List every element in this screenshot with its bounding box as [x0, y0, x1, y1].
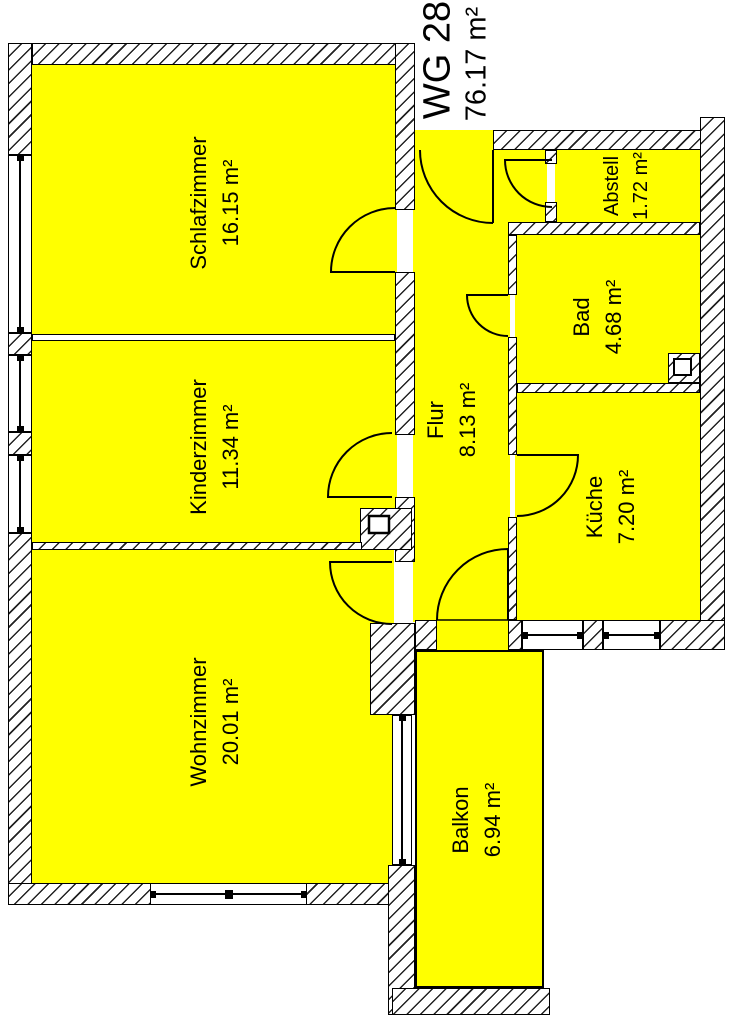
plan-title: WG 28 [416, 0, 459, 120]
wall-left-pier2 [8, 432, 32, 455]
window-schlafzimmer [8, 155, 32, 333]
entrance-doorway [415, 130, 493, 152]
wall-flur-bad-a [508, 235, 517, 295]
room-flur-top [413, 150, 547, 224]
shaft-bad-flue [673, 358, 692, 376]
wall-left-lower [8, 533, 32, 905]
shaft-kinderzimmer-flue [367, 514, 391, 535]
room-kinderzimmer [30, 340, 397, 544]
window-wohnzimmer [150, 883, 307, 905]
wall-right [700, 117, 725, 650]
door-kueche [516, 454, 580, 517]
door-abstell [503, 159, 553, 208]
window-kueche-2 [603, 620, 660, 650]
window-balkon [392, 715, 412, 865]
wall-left-top [8, 43, 32, 155]
door-schlafzimmer [329, 207, 396, 273]
wall-balcony-bottom [392, 988, 550, 1015]
room-schlafzimmer [30, 60, 397, 337]
window-kueche-1 [522, 620, 583, 650]
door-kinderzimmer [326, 432, 393, 498]
door-balkon [436, 548, 509, 621]
wall-schlaf-kinder-divider [32, 334, 395, 341]
balcony-doorway [437, 618, 508, 654]
wall-flur-bad-b [508, 337, 517, 455]
wall-left-pier1 [8, 333, 32, 355]
door-entrance [419, 149, 494, 224]
window-kinderzimmer-2 [8, 455, 32, 533]
wall-bottom-pier1 [415, 620, 437, 650]
wall-bottom-pier3 [583, 620, 603, 650]
door-bad [465, 294, 509, 337]
wall-top-entrance [493, 130, 703, 150]
wall-top-main [32, 43, 412, 65]
wall-kinder-wohn-divider [32, 542, 362, 550]
wall-bottom-pier4 [660, 620, 725, 650]
wall-wohnzimmer-corner-pier [370, 623, 415, 715]
room-wohnzimmer [30, 547, 394, 885]
door-wohnzimmer [328, 561, 393, 625]
room-flur-main [413, 222, 510, 622]
wall-bad-kueche-divider [517, 383, 700, 393]
wall-abstell-bad-divider [508, 222, 700, 235]
room-kueche [515, 391, 700, 620]
room-balkon [415, 650, 544, 988]
wall-flur-col-b [395, 272, 415, 435]
plan-title-area: 76.17 m² [460, 6, 493, 122]
wall-flur-col-a [395, 43, 415, 210]
wall-bottom-pier2 [508, 620, 522, 650]
window-kinderzimmer-1 [8, 355, 32, 432]
room-abstell [555, 150, 700, 222]
